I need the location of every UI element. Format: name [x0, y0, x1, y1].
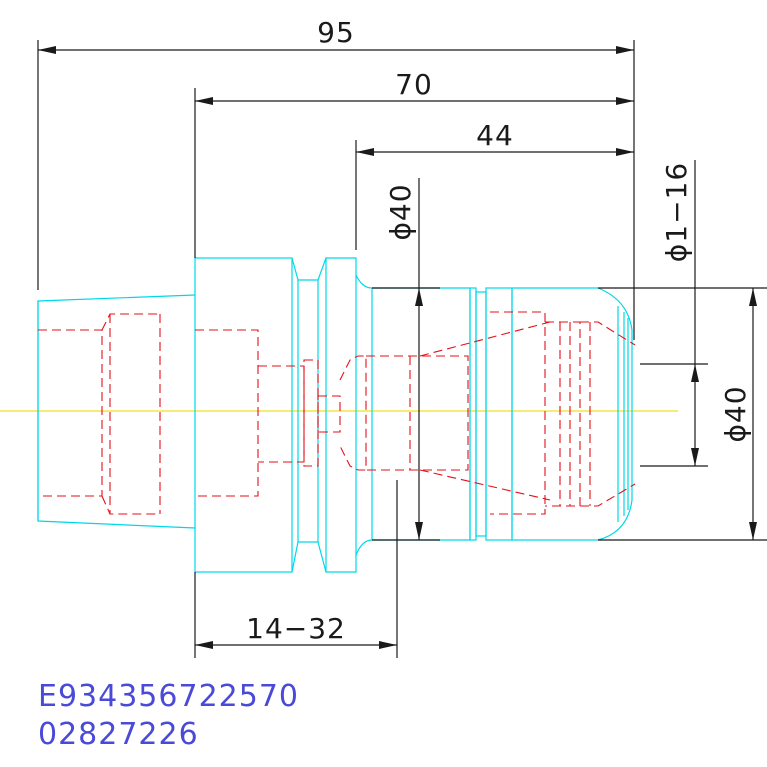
- holder-outline: [37, 257, 633, 573]
- dimension-14-32: 14−32: [194, 480, 398, 658]
- dimension-bore-40: ϕ40: [372, 178, 440, 541]
- dim-label-95: 95: [317, 16, 355, 49]
- dimension-70: 70: [194, 68, 634, 258]
- dim-label-nut-40: ϕ40: [719, 385, 752, 442]
- part-code-line-1: E934356722570: [38, 679, 299, 714]
- dim-label-44: 44: [476, 119, 514, 152]
- dim-label-14-32: 14−32: [246, 612, 346, 645]
- dimension-clamp-range: ϕ1−16: [640, 160, 708, 467]
- internal-hidden-lines: [38, 311, 636, 515]
- dimension-nut-40: ϕ40: [598, 287, 767, 541]
- dimension-95: 95: [37, 16, 635, 340]
- part-code-line-2: 02827226: [38, 717, 199, 752]
- dim-label-70: 70: [395, 68, 433, 101]
- dim-label-bore-40: ϕ40: [384, 183, 417, 240]
- dimension-44: 44: [355, 119, 634, 250]
- dim-label-clamp-range: ϕ1−16: [660, 162, 693, 262]
